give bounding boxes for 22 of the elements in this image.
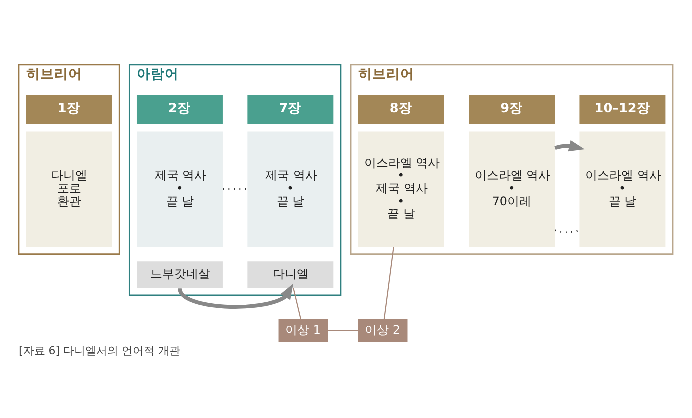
node-box: 제국 역사 • 끝 날: [137, 131, 223, 246]
node-box: 느부갓네살: [137, 261, 223, 288]
connector: [293, 288, 302, 319]
node-box: 다니엘: [248, 261, 334, 288]
node-box: 2장: [137, 94, 223, 124]
node-box: 다니엘 포로 환관: [26, 131, 112, 246]
node-box: 이스라엘 역사 • 제국 역사 • 끝 날: [358, 131, 444, 246]
arrow: [554, 140, 585, 152]
connector: [328, 330, 358, 331]
node-box: 1장: [26, 94, 112, 124]
node-box: 7장: [248, 94, 334, 124]
connector: [384, 246, 394, 319]
connector: [223, 188, 248, 190]
node-box: 이상 2: [358, 318, 408, 342]
node-box: 8장: [358, 94, 444, 124]
node-box: 이스라엘 역사 • 끝 날: [580, 131, 666, 246]
caption: [자료 6] 다니엘서의 언어적 개관: [18, 344, 180, 358]
node-box: 제국 역사 • 끝 날: [248, 131, 334, 246]
node-box: 10–12장: [580, 94, 666, 124]
node-box: 9장: [469, 94, 555, 124]
node-box: 이스라엘 역사 • 70이레: [469, 131, 555, 246]
node-box: 이상 1: [278, 318, 328, 342]
